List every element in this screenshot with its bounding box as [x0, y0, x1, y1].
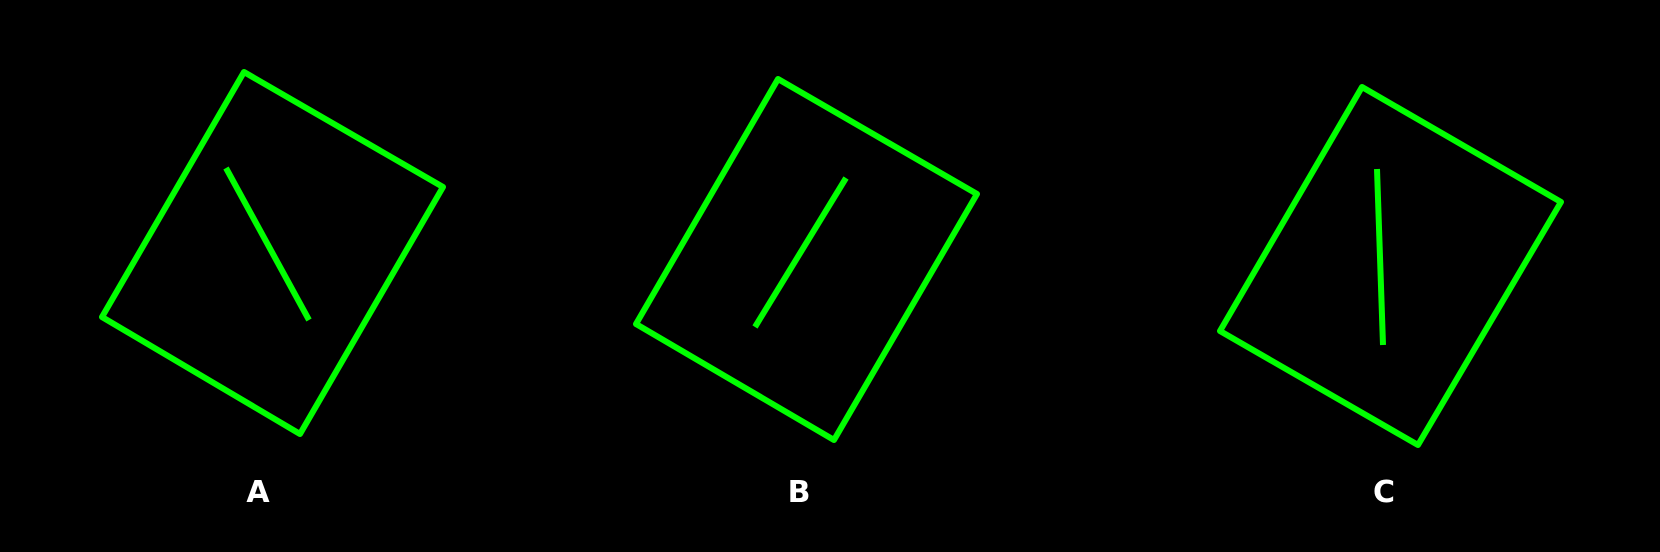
panel-b-inner-line: [752, 176, 849, 329]
panel-a: A: [99, 69, 446, 510]
panel-b-rotated-square: [633, 76, 980, 443]
panel-a-rotated-square: [99, 69, 446, 437]
panel-c-rotated-square: [1217, 84, 1564, 448]
panel-b: B: [633, 76, 980, 510]
panel-c-label: C: [1373, 475, 1395, 510]
panel-c-inner-line: [1374, 168, 1386, 346]
panel-c: C: [1217, 84, 1564, 510]
panel-a-label: A: [246, 475, 270, 510]
panel-a-inner-line: [223, 166, 312, 322]
panel-b-label: B: [788, 475, 811, 510]
